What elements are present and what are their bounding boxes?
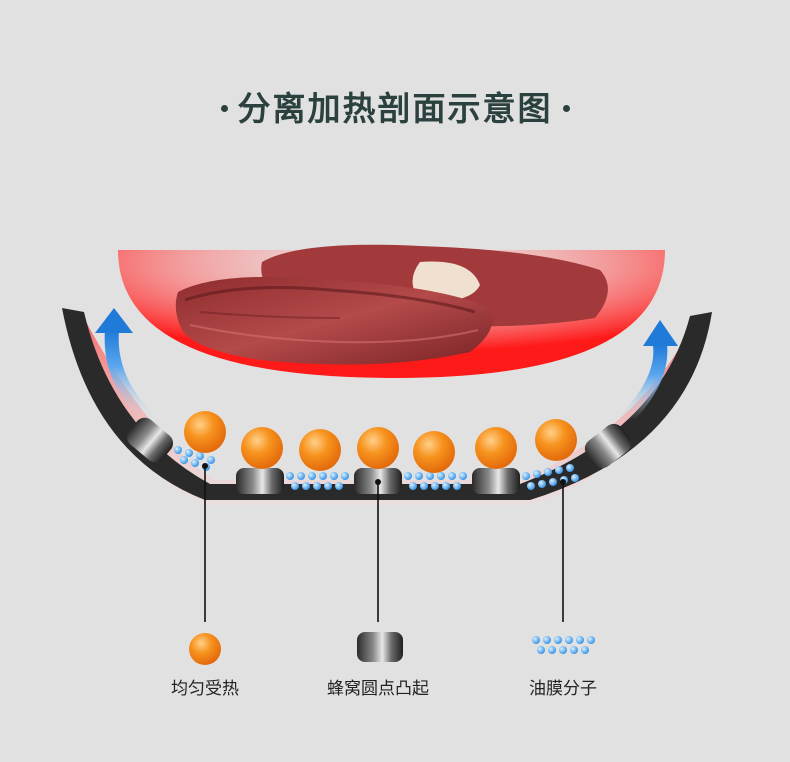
steak-image — [175, 244, 608, 365]
title-right-dot — [562, 105, 570, 112]
honeycomb-bumps — [126, 417, 632, 494]
legend-label-heat: 均匀受热 — [171, 679, 239, 699]
arrow-head-left — [95, 308, 133, 333]
diagram-title: 分离加热剖面示意图 — [0, 82, 790, 130]
leader-dots — [202, 463, 566, 485]
legend-heat-icon — [189, 633, 221, 665]
legend-label-oil: 油膜分子 — [529, 679, 597, 699]
rising-heat-arrow-right — [618, 338, 668, 427]
arrow-head-right — [643, 320, 678, 346]
heat-particles — [184, 411, 577, 473]
legend-oil-icon — [532, 636, 595, 654]
leader-lines — [204, 466, 564, 622]
legend-honeycomb-icon — [357, 632, 403, 662]
legend-label-honeycomb: 蜂窝圆点凸起 — [327, 679, 429, 699]
title-text: 分离加热剖面示意图 — [237, 89, 553, 128]
rising-heat-arrow-left — [104, 323, 157, 427]
title-left-dot — [220, 105, 228, 112]
oil-film-molecules — [174, 446, 579, 490]
